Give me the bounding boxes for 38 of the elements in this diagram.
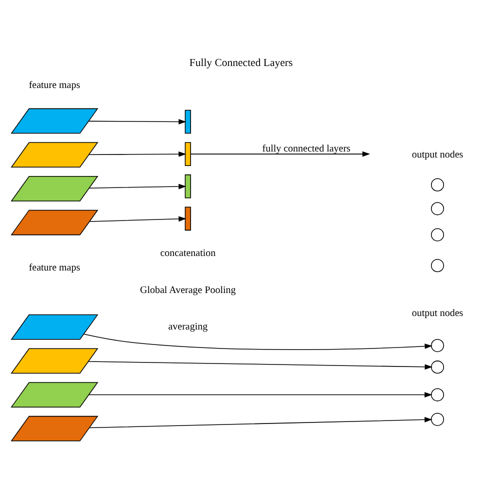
node-bar — [184, 110, 191, 134]
arrow — [88, 151, 186, 157]
node-circle — [430, 202, 444, 216]
label: concatenation — [160, 248, 216, 259]
node-bar — [184, 206, 191, 231]
label: feature maps — [28, 80, 80, 92]
arrow — [190, 151, 370, 157]
node-circle — [430, 388, 444, 402]
node-parallelogram — [10, 142, 98, 168]
diagram-title: Fully Connected Layers — [189, 56, 293, 69]
label: feature maps — [28, 262, 80, 274]
label: averaging — [168, 322, 208, 333]
node-bar — [184, 142, 191, 166]
node-parallelogram — [10, 108, 98, 134]
label: Global Average Pooling — [140, 284, 236, 296]
edge-label: fully connected layers — [262, 143, 350, 154]
node-circle — [430, 259, 444, 272]
node-circle — [430, 228, 444, 242]
arrow — [88, 119, 186, 124]
label: output nodes — [412, 149, 464, 160]
node-circle — [430, 412, 444, 426]
node-parallelogram — [10, 314, 98, 340]
arrow — [89, 216, 186, 222]
arrow — [88, 392, 432, 398]
arrow — [88, 361, 432, 370]
node-bar — [184, 174, 191, 198]
node-circle — [430, 178, 444, 192]
arrow — [89, 416, 432, 428]
node-parallelogram — [10, 348, 98, 374]
arrow — [88, 184, 186, 190]
node-circle — [430, 339, 444, 352]
node-parallelogram — [10, 176, 98, 202]
node-parallelogram — [10, 210, 98, 236]
node-circle — [430, 360, 444, 374]
node-parallelogram — [10, 416, 98, 442]
node-parallelogram — [10, 382, 98, 408]
label: output nodes — [412, 308, 464, 319]
arrow — [84, 334, 432, 350]
